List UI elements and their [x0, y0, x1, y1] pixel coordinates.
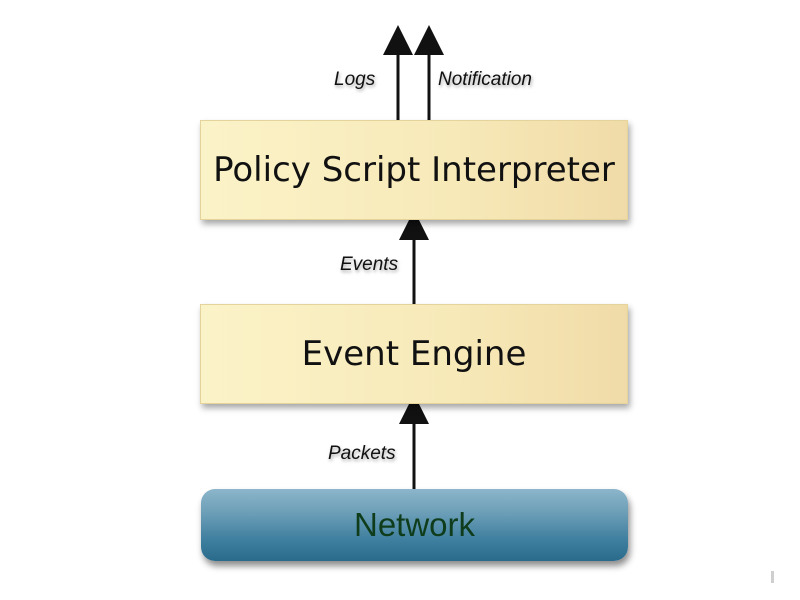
notification-label: Notification — [438, 69, 532, 90]
event-engine-box: Event Engine — [200, 304, 628, 404]
logs-label: Logs — [334, 69, 376, 90]
network-box: Network — [201, 489, 628, 561]
event-engine-label: Event Engine — [301, 334, 527, 374]
packets-label: Packets — [328, 443, 396, 464]
corner-mark — [771, 571, 774, 583]
events-label: Events — [340, 254, 399, 275]
network-label: Network — [353, 506, 476, 543]
policy-script-interpreter-box: Policy Script Interpreter — [200, 120, 628, 220]
policy-script-interpreter-label: Policy Script Interpreter — [213, 150, 615, 190]
